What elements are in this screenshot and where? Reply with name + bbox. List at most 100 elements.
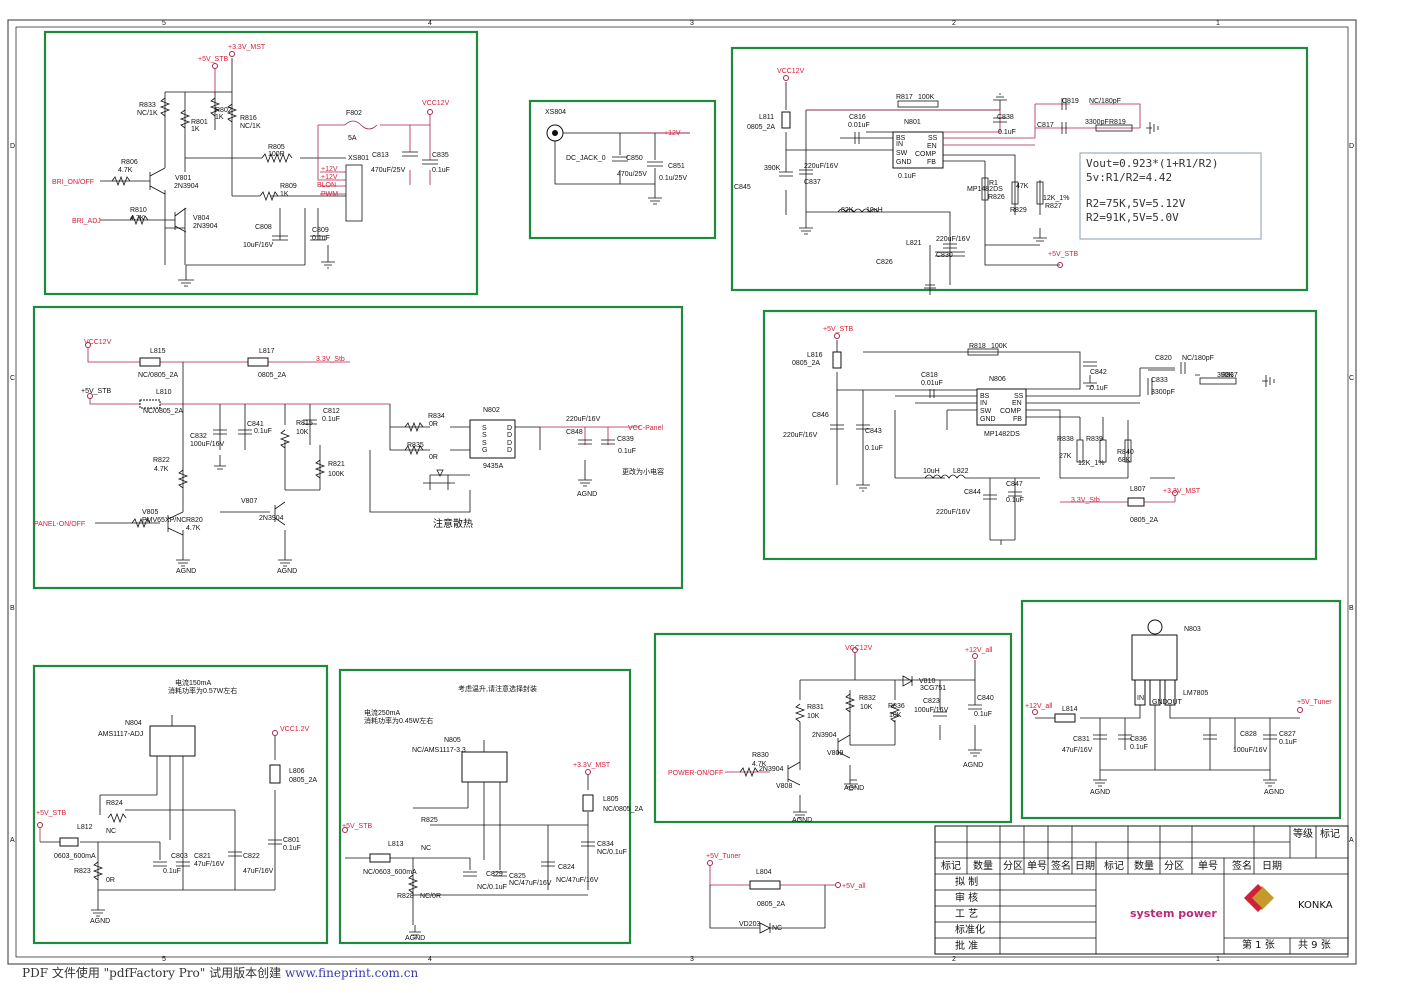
part-label: C825	[509, 873, 526, 880]
title-header: 数量	[973, 859, 993, 872]
part-label: C842	[1090, 369, 1107, 376]
part-label: 100uF/16V	[1233, 747, 1268, 754]
annotation: 电流150mA	[175, 678, 212, 687]
part-label: C838	[997, 114, 1014, 121]
pin-label: COMP	[1000, 408, 1021, 415]
block-ams1117-adj: +5V_STBVCC1.2VAGNDN804AMS1117-ADJR824NCL…	[32, 664, 329, 945]
title-row: 批 准	[955, 939, 978, 952]
part-label: C823	[923, 698, 940, 705]
net-label: +5V_Tuner	[706, 853, 741, 860]
footer-text: PDF 文件使用 "pdfFactory Pro" 试用版本创建	[22, 966, 282, 980]
footer-link[interactable]: www.fineprint.com.cn	[284, 966, 419, 980]
part-label: R833	[139, 102, 156, 109]
net-label: BLON	[317, 182, 336, 189]
part-label: 2N3904	[812, 732, 837, 739]
part-label: L807	[1130, 486, 1146, 493]
net-label: BRI_ADJ	[72, 218, 101, 225]
net-label: VCC1.2V	[280, 726, 310, 733]
part-label: 0.1uF	[254, 428, 272, 435]
part-label: 0.01uF	[921, 380, 943, 387]
part-label: R840	[1117, 449, 1134, 456]
inductor-l811	[781, 111, 791, 129]
part-label: MP1482DS	[984, 431, 1020, 438]
net-label: +5V_STB	[198, 56, 228, 63]
part-label: 100R	[268, 151, 285, 158]
zone-col-mark: 4	[428, 20, 432, 27]
ic-n803	[1131, 634, 1178, 681]
net-label: +5V_all	[842, 883, 866, 890]
part-label: C848	[566, 429, 583, 436]
pin-label: GND	[980, 416, 996, 423]
part-label: 4.7K	[118, 167, 133, 174]
title-header: 数量	[1134, 859, 1154, 872]
part-label: 220uF/16V	[936, 509, 971, 516]
part-label: 47uF/16V	[1062, 747, 1093, 754]
part-label: 100K	[991, 343, 1008, 350]
part-label: NC/1K	[240, 123, 261, 130]
net-label: +5V_STB	[36, 810, 66, 817]
part-label: 0.1uF	[998, 129, 1016, 136]
part-label: 47uF/16V	[243, 868, 274, 875]
part-label: C828	[1240, 731, 1257, 738]
part-label: 0.1uF	[163, 868, 181, 875]
part-label: DC_JACK_0	[566, 155, 606, 162]
pin-label: D	[507, 432, 512, 439]
part-label: R825	[421, 817, 438, 824]
part-label: V807	[241, 498, 257, 505]
part-label: 10K	[807, 713, 820, 720]
zone-col-mark: 5	[162, 956, 166, 963]
part-label: 2N3904	[759, 766, 784, 773]
part-label: 0.1uF	[432, 167, 450, 174]
part-label: R810	[130, 207, 147, 214]
pin-label: D	[507, 425, 512, 432]
part-label: 9435A	[483, 463, 504, 470]
block-dc-jack-frame	[528, 99, 717, 240]
part-label: 470uF/25V	[371, 167, 406, 174]
title-header: 签名	[1232, 859, 1252, 872]
part-label: R802	[215, 107, 232, 114]
part-label: 0805_2A	[289, 777, 317, 784]
net-label: 3.3V_Stb	[316, 356, 345, 363]
pin-label: SW	[980, 408, 992, 415]
title-header: 标记	[1104, 860, 1124, 872]
part-label: R826	[988, 194, 1005, 201]
title-row: 拟 制	[955, 875, 978, 888]
part-label: NC	[106, 828, 116, 835]
title-header: 单号	[1198, 860, 1218, 872]
part-label: 5A	[348, 135, 357, 142]
part-label: 4.7K	[130, 215, 145, 222]
net-label: PWM	[321, 191, 338, 198]
part-label: L806	[289, 768, 305, 775]
formula-line: Vout=0.923*(1+R1/R2)	[1086, 157, 1218, 170]
pin-label: EN	[1012, 400, 1022, 407]
part-label: 2N3904	[259, 515, 284, 522]
pin-label: COMP	[915, 151, 936, 158]
pdf-footer: PDF 文件使用 "pdfFactory Pro" 试用版本创建 www.fin…	[22, 964, 418, 981]
part-label: C845	[734, 184, 751, 191]
part-label: NC/180pF	[1182, 355, 1214, 362]
part-label: NC	[421, 845, 431, 852]
part-label: C818	[921, 372, 938, 379]
net-label: +12V_all	[965, 647, 993, 654]
part-label: C836	[1130, 736, 1147, 743]
pin-label: S	[482, 440, 487, 447]
part-label: NC/180pF	[1089, 98, 1121, 105]
part-label: C808	[255, 224, 272, 231]
part-label: R837	[1221, 372, 1238, 379]
part-label: C829	[486, 871, 503, 878]
title-mark: 标记	[1320, 828, 1340, 840]
part-label: 0.1uF	[1130, 744, 1148, 751]
pin-label: BS	[980, 393, 990, 400]
part-label: C812	[323, 408, 340, 415]
pin-label: OUT	[1167, 699, 1183, 706]
ic-n802	[469, 419, 516, 459]
konka-logo-icon	[1244, 884, 1274, 912]
part-label: 0.1u/25V	[659, 175, 687, 182]
part-label: R822	[153, 457, 170, 464]
ic-n804	[149, 725, 196, 757]
net-label: +3.3V_MST	[1163, 488, 1201, 495]
part-label: L815	[150, 348, 166, 355]
part-label: C821	[194, 853, 211, 860]
net-label: +12V_all	[1025, 703, 1053, 710]
